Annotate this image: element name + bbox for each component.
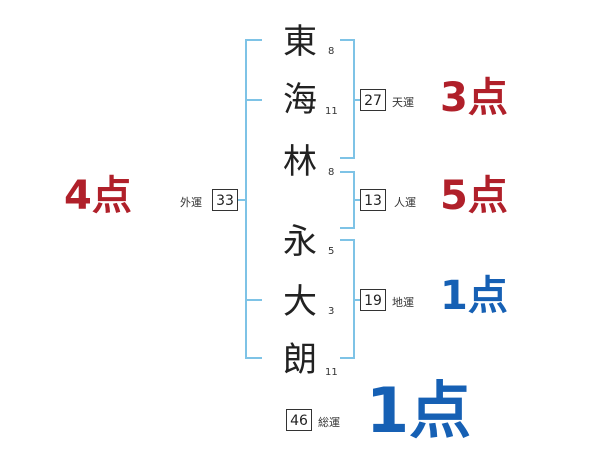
earth-fortune-value: 19 (360, 289, 386, 311)
person-fortune-value: 13 (360, 189, 386, 211)
outer-fortune-value: 33 (212, 189, 238, 211)
total-fortune-score: 1点 (366, 374, 472, 447)
outer-fortune-label: 外運 (180, 196, 202, 209)
outer-fortune-score: 4点 (64, 173, 132, 219)
name-char-4: 永 (283, 222, 317, 262)
earth-fortune-label: 地運 (392, 296, 414, 309)
outer-fortune-bracket (245, 39, 262, 359)
heaven-fortune-label: 天運 (392, 96, 414, 109)
stroke-count-1: 8 (328, 46, 335, 57)
stroke-count-5: 3 (328, 306, 335, 317)
heaven-fortune-value: 27 (360, 89, 386, 111)
total-fortune-label: 総運 (318, 416, 340, 429)
earth-bracket (340, 239, 355, 359)
stroke-count-6: 11 (325, 367, 338, 378)
stroke-count-3: 8 (328, 167, 335, 178)
total-fortune-value: 46 (286, 409, 312, 431)
person-bracket (340, 171, 355, 229)
stroke-count-4: 5 (328, 246, 335, 257)
heaven-bracket (340, 39, 355, 159)
heaven-fortune-score: 3点 (440, 75, 508, 121)
person-fortune-label: 人運 (394, 196, 416, 209)
name-char-2: 海 (283, 80, 317, 120)
name-char-5: 大 (283, 282, 317, 322)
earth-fortune-score: 1点 (440, 273, 508, 319)
name-char-6: 朗 (283, 340, 317, 380)
name-char-3: 林 (283, 142, 317, 182)
stroke-count-2: 11 (325, 106, 338, 117)
person-fortune-score: 5点 (440, 173, 508, 219)
name-char-1: 東 (283, 22, 317, 62)
